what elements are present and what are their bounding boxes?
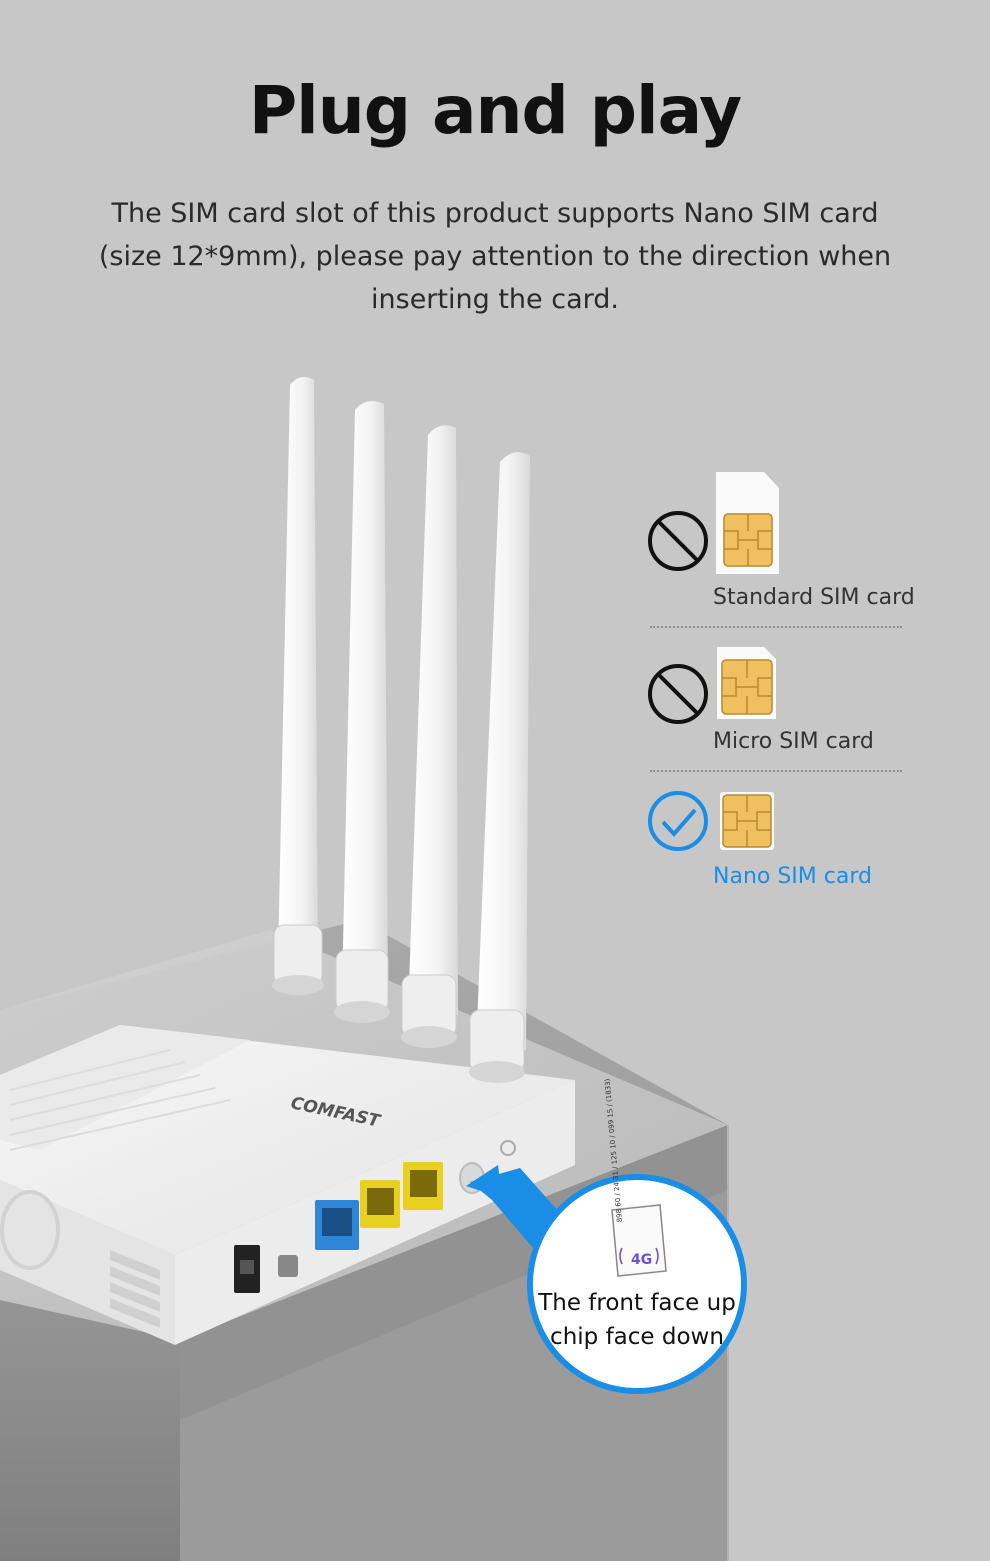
usb-port — [278, 1255, 298, 1277]
prohibited-icon — [648, 664, 708, 724]
callout-line-2: chip face down — [550, 1324, 724, 1350]
antenna-3 — [401, 425, 458, 1048]
micro-sim-card-icon — [717, 647, 776, 719]
nano-sim-card-icon — [720, 792, 774, 850]
callout-line-1: The front face up — [538, 1290, 736, 1316]
callout-circle — [527, 1174, 747, 1394]
divider — [650, 770, 902, 772]
sim-card-4g-badge: 4G — [631, 1252, 652, 1268]
antenna-1 — [272, 376, 324, 995]
antenna-4 — [469, 452, 530, 1083]
sim-option-label-standard: Standard SIM card — [713, 585, 915, 610]
callout-text: The front face up chip face down — [530, 1286, 744, 1354]
page-title: Plug and play — [248, 72, 742, 149]
prohibited-icon — [648, 511, 708, 571]
sim-option-label-nano: Nano SIM card — [713, 864, 872, 889]
sim-option-label-micro: Micro SIM card — [713, 729, 874, 754]
check-icon — [648, 791, 708, 851]
antenna-2 — [334, 401, 390, 1023]
page-subtitle: The SIM card slot of this product suppor… — [98, 198, 892, 315]
standard-sim-card-icon — [716, 472, 779, 574]
divider — [650, 626, 902, 628]
